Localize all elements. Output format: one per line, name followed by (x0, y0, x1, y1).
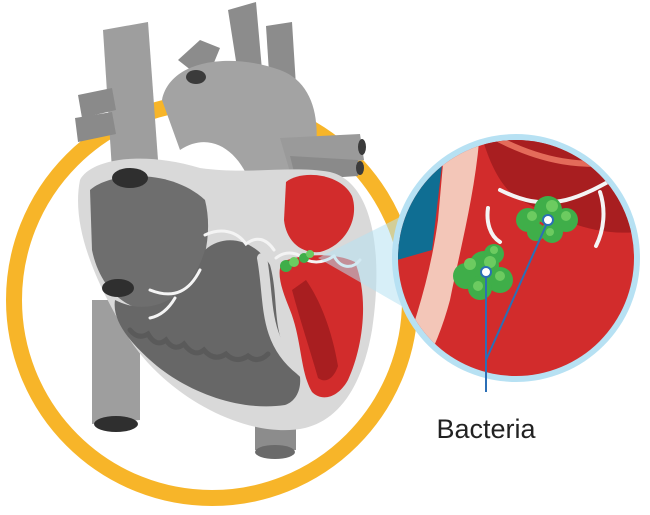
ventricle-trabeculae (127, 327, 271, 362)
bacteria-label: Bacteria (436, 414, 536, 444)
left-atrium (284, 174, 355, 253)
pulmonary-branch-left-2 (75, 112, 116, 142)
ivc-inner-opening (102, 279, 134, 297)
aortic-arch (162, 60, 317, 189)
tricuspid-valve (148, 268, 202, 320)
bacteria-colony-left (453, 244, 513, 300)
right-atrium (90, 176, 209, 312)
svc-opening (112, 168, 148, 188)
superior-vena-cava (103, 22, 158, 170)
pointer-dot-left (480, 266, 492, 278)
pointer-dot-right (542, 214, 554, 226)
bacteria-on-valve (280, 250, 314, 272)
magnified-view (392, 134, 640, 382)
pulmonary-opening-2 (356, 161, 364, 175)
lens-valve-leaflet (398, 140, 480, 376)
descending-aorta-opening (255, 445, 295, 459)
aortic-branch-2 (228, 2, 262, 74)
pulmonary-opening (358, 139, 366, 155)
heart (75, 2, 377, 459)
label-pointer (480, 214, 554, 392)
pointer-line-right (485, 220, 549, 361)
left-ventricle-shade (292, 280, 338, 381)
magnifier-beam (318, 212, 412, 312)
aorta-opening (186, 70, 206, 84)
pulmonary-branch-left (78, 88, 116, 118)
ivc-opening (94, 416, 138, 432)
right-ventricle (114, 240, 301, 407)
pulmonary-valve (203, 229, 276, 252)
